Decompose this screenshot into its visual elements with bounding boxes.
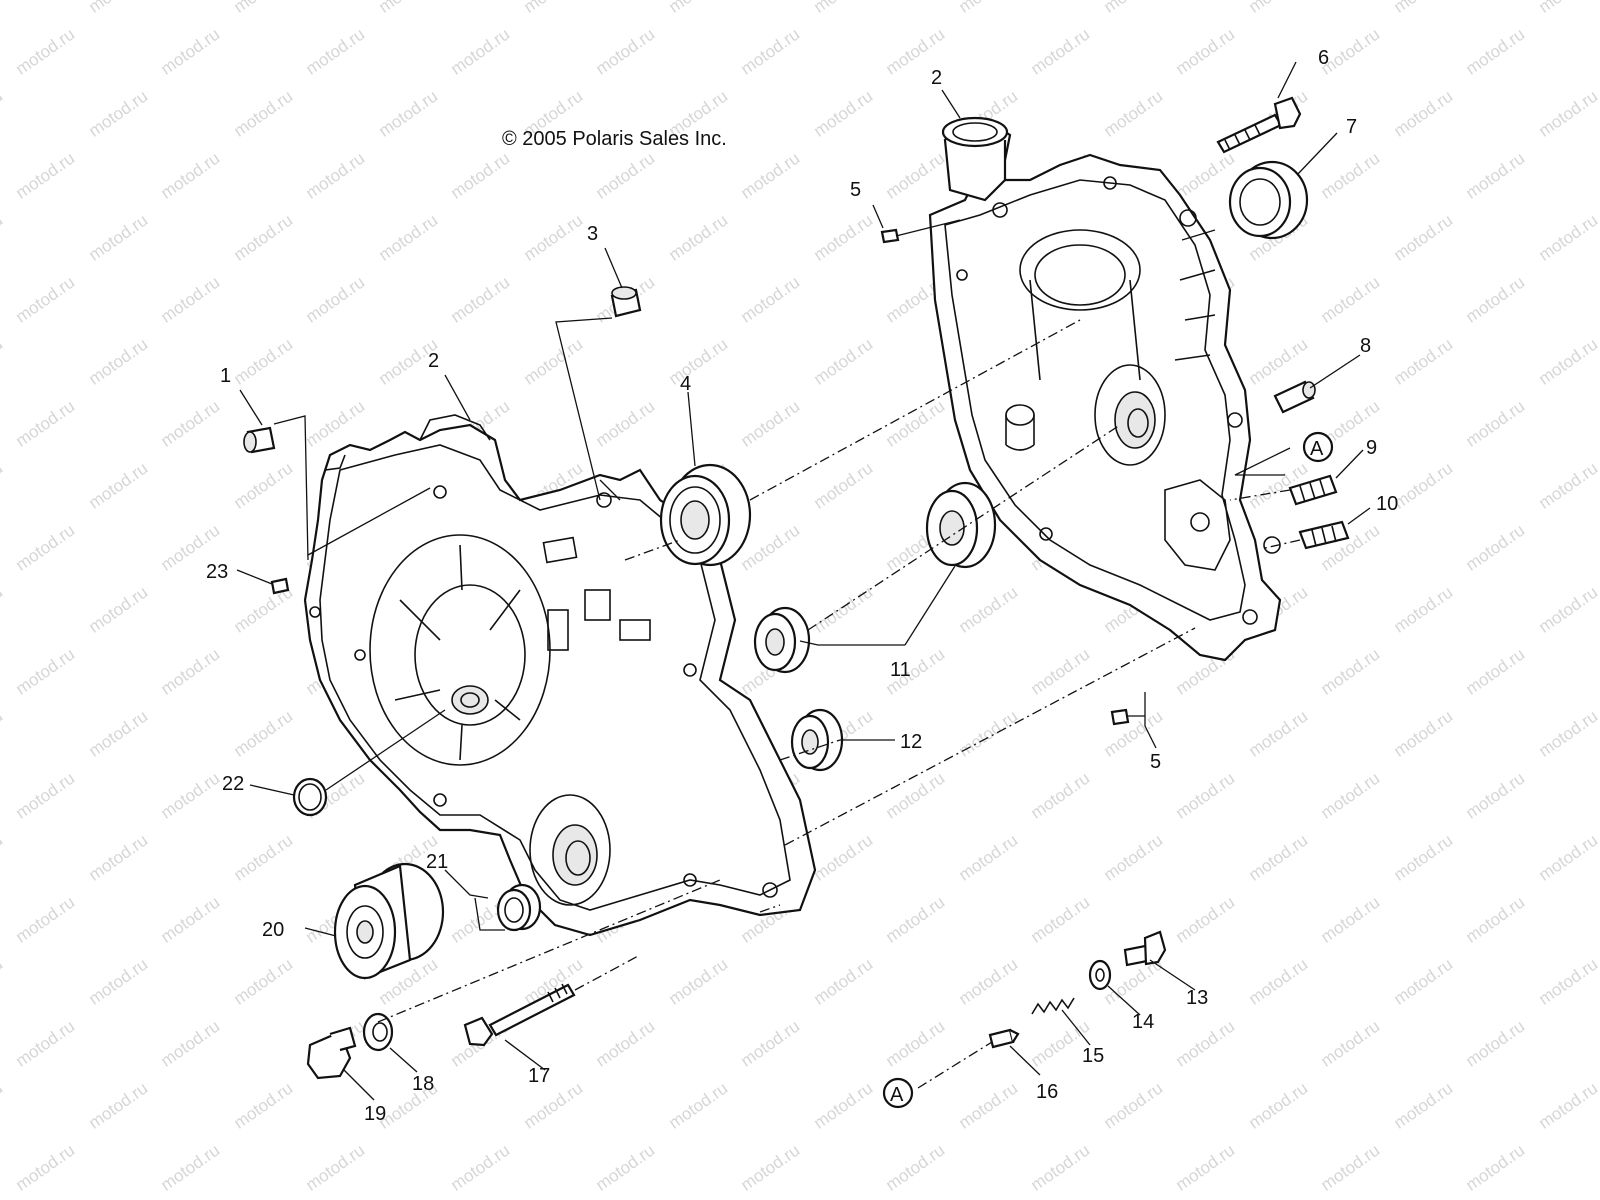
callout-17: 17 — [528, 1065, 550, 1087]
callout-9: 9 — [1366, 437, 1377, 459]
part-18-washer — [362, 1012, 394, 1052]
part-11-bearing-upper — [925, 481, 997, 569]
leader-lines — [236, 61, 1371, 1101]
part-1-dowel — [243, 426, 276, 454]
part-22-o-ring — [292, 777, 328, 817]
part-20-pulley — [333, 862, 445, 980]
part-17-long-bolt — [463, 983, 576, 1047]
callout-6: 6 — [1318, 47, 1329, 69]
callout-4: 4 — [680, 373, 691, 395]
part-23-pin — [270, 577, 290, 595]
center-lines — [377, 319, 1301, 1089]
callout-12: 12 — [900, 731, 922, 753]
part-3-dowel — [610, 286, 642, 318]
part-4-bearing — [659, 463, 752, 567]
part-15-spring — [1031, 997, 1075, 1015]
callout-15: 15 — [1082, 1045, 1104, 1067]
reference-mark-a-right-label: A — [1310, 438, 1324, 460]
copyright-notice: © 2005 Polaris Sales Inc. — [502, 128, 727, 150]
callout-2-left: 2 — [428, 350, 439, 372]
part-5-dowel-bottom — [1110, 708, 1130, 726]
reference-mark-a-bottom-label: A — [890, 1084, 904, 1106]
callout-3: 3 — [587, 223, 598, 245]
part-8-fitting — [1273, 380, 1316, 414]
part-9-fitting — [1288, 474, 1338, 506]
part-5-dowel-top — [880, 228, 900, 244]
part-10-fitting — [1298, 520, 1350, 550]
part-21-seal — [496, 883, 542, 932]
callout-5-top: 5 — [850, 179, 861, 201]
callout-8: 8 — [1360, 335, 1371, 357]
part-7-oil-seal — [1228, 160, 1309, 240]
callout-23: 23 — [206, 561, 228, 583]
callout-1: 1 — [220, 365, 231, 387]
part-14-washer — [1088, 959, 1112, 991]
part-6-bolt — [1216, 96, 1302, 154]
part-11-bearing-lower — [753, 606, 811, 674]
callout-21: 21 — [426, 851, 448, 873]
callout-16: 16 — [1036, 1081, 1058, 1103]
callout-22: 22 — [222, 773, 244, 795]
callout-18: 18 — [412, 1073, 434, 1095]
part-19-drain-plug — [306, 1026, 357, 1080]
callout-20: 20 — [262, 919, 284, 941]
callout-5-bottom: 5 — [1150, 751, 1161, 773]
callout-labels: 1 2 2 3 4 5 5 6 7 8 9 10 11 12 13 14 15 … — [206, 47, 1398, 1125]
callout-13: 13 — [1186, 987, 1208, 1009]
reference-mark-a-right: A — [1302, 431, 1334, 463]
callout-7: 7 — [1346, 116, 1357, 138]
reference-mark-a-bottom: A — [882, 1077, 914, 1109]
callout-11: 11 — [890, 659, 911, 681]
callout-10: 10 — [1376, 493, 1398, 515]
callout-2-right: 2 — [931, 67, 942, 89]
part-12-bearing — [790, 708, 844, 772]
callout-19: 19 — [364, 1103, 386, 1125]
part-16-plunger — [988, 1028, 1020, 1049]
right-crankcase-half — [928, 116, 1282, 662]
callout-14: 14 — [1132, 1011, 1154, 1033]
part-13-plug — [1123, 930, 1167, 967]
